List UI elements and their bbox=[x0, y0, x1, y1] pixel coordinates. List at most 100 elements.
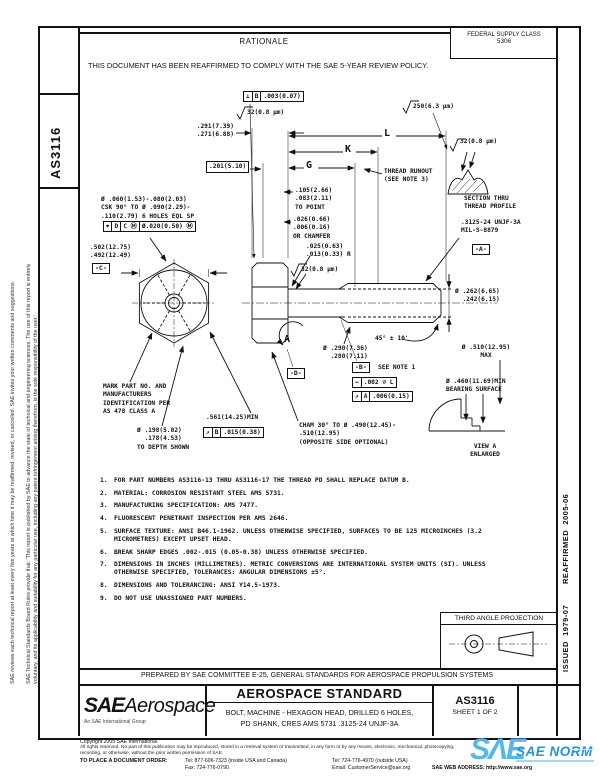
fcf-cell: Ø.020(0.50) Ⓜ bbox=[141, 223, 193, 230]
fcf-cell: B bbox=[213, 428, 222, 438]
footer-tel-outside: Tel: 724-776-4970 (outside USA) bbox=[332, 758, 408, 764]
reaffirmed-date-vertical: REAFFIRMED 2005-06 bbox=[561, 493, 570, 584]
fcf-cell: .002 ⌀ L bbox=[363, 379, 394, 386]
note-item-7: 7.DIMENSIONS IN INCHES (MILLIMETRES). ME… bbox=[100, 561, 514, 577]
datum-b: -B- bbox=[352, 362, 370, 374]
note-number: 7. bbox=[100, 561, 108, 569]
datum-c: -C- bbox=[92, 263, 110, 275]
label-callout-holes: Ø .060(1.53)-.080(2.03) CSK 90° TO Ø .09… bbox=[101, 196, 195, 220]
label-view-arrow-letter: A bbox=[284, 334, 291, 345]
right-strip-divider bbox=[556, 26, 558, 736]
note-text: MATERIAL: CORROSION RESISTANT STEEL AMS … bbox=[114, 489, 285, 497]
sae-norm-watermark: SΛE SAE NORM bbox=[470, 733, 598, 775]
fsc-label: FEDERAL SUPPLY CLASS bbox=[467, 32, 541, 38]
doc-number-box-top bbox=[38, 93, 78, 95]
note-number: 1. bbox=[100, 477, 108, 484]
datum-d: -D- bbox=[287, 368, 305, 380]
fcf-cell: ⊥ bbox=[244, 92, 253, 102]
footer-email: Email: CustomerService@sae.org bbox=[332, 765, 411, 771]
label-finish-thread: 32(0.8 μm) bbox=[460, 138, 498, 145]
watermark-sae-norm-text: SAE NORM bbox=[516, 744, 593, 759]
issued-date-vertical: ISSUED 1979-07 bbox=[561, 604, 570, 672]
logo-tagline: An SAE International Group bbox=[84, 719, 146, 725]
footer-web-address: SAE WEB ADDRESS: http://www.sae.org bbox=[432, 765, 533, 771]
label-see-note-1: SEE NOTE 1 bbox=[378, 364, 416, 371]
rationale-title: RATIONALE bbox=[239, 37, 289, 46]
fcf-cell: — bbox=[353, 378, 362, 388]
fcf-shank-runout: ↗A.006(0.15) bbox=[352, 391, 413, 403]
note-text: FOR PART NUMBERS AS3116-13 THRU AS3116-1… bbox=[114, 477, 410, 484]
prepared-by-statement: PREPARED BY SAE COMMITTEE E-25, GENERAL … bbox=[140, 672, 494, 679]
fcf-cell: .015(0.38) bbox=[223, 429, 261, 436]
fcf-cell: B bbox=[253, 92, 262, 102]
titleblock-div-2 bbox=[432, 684, 434, 736]
note-number: 9. bbox=[100, 594, 108, 602]
logo-sae-text: SAE bbox=[84, 694, 125, 717]
fcf-cell: A bbox=[362, 392, 371, 402]
note-number: 8. bbox=[100, 582, 108, 590]
doc-number-vertical: AS3116 bbox=[48, 126, 63, 179]
note-item-3: 3. MANUFACTURING SPECIFICATION: AMS 7477. bbox=[100, 502, 514, 510]
left-margin-disclaimer-review: SAE reviews each technical report at lea… bbox=[10, 280, 16, 684]
note-text: SURFACE TEXTURE: ANSI B46.1-1962. UNLESS… bbox=[114, 527, 482, 543]
note-text: DIMENSIONS AND TOLERANCING: ANSI Y14.5-1… bbox=[114, 582, 281, 590]
note-item-8: 8. DIMENSIONS AND TOLERANCING: ANSI Y14.5… bbox=[100, 582, 514, 590]
fcf-cell: .006(0.15) bbox=[372, 393, 410, 400]
projection-title: THIRD ANGLE PROJECTION bbox=[441, 613, 557, 625]
note-number: 2. bbox=[100, 489, 108, 497]
watermark-rule bbox=[570, 749, 596, 750]
footer-rights-1: All rights reserved. No part of this pub… bbox=[80, 745, 455, 750]
label-dim-letter-K: K bbox=[345, 144, 352, 155]
label-note-mark-part: MARK PART NO. AND MANUFACTURERS IDENTIFI… bbox=[103, 383, 171, 416]
left-strip-divider bbox=[78, 26, 80, 736]
note-number: 4. bbox=[100, 515, 108, 523]
third-angle-projection-icon bbox=[449, 631, 547, 657]
label-dim-fillet-radius: .025(0.63) .013(0.33) R bbox=[306, 243, 351, 259]
header-rule bbox=[78, 32, 450, 34]
note-text: DO NOT USE UNASSIGNED PART NUMBERS. bbox=[114, 594, 247, 602]
label-dim-min-561: .561(14.25)MIN bbox=[206, 414, 259, 421]
part-title-line1: BOLT, MACHINE - HEXAGON HEAD, DRILLED 6 … bbox=[225, 708, 414, 717]
logo-aerospace-text: Aerospace bbox=[124, 695, 216, 717]
label-dim-across-flats: .502(12.75) .492(12.49) bbox=[90, 244, 131, 260]
label-spec-thread: .3125-24 UNJF-3A MIL-S-8879 bbox=[461, 219, 521, 235]
document-number: AS3116 bbox=[455, 695, 495, 707]
label-dim-chamfer-angle: 45° ± 10' bbox=[375, 335, 409, 342]
fsc-code: 5306 bbox=[496, 38, 512, 45]
label-finish-fillet: 32(0.8 μm) bbox=[301, 266, 339, 273]
fcf-cell: ↗ bbox=[204, 428, 213, 438]
note-item-1: 1. FOR PART NUMBERS AS3116-13 THRU AS3116… bbox=[100, 477, 514, 485]
label-dim-letter-G: G bbox=[306, 160, 313, 171]
notes-list: 1. FOR PART NUMBERS AS3116-13 THRU AS3116… bbox=[100, 477, 514, 607]
label-dim-letter-L: L bbox=[384, 128, 391, 139]
datum-a: -A- bbox=[472, 244, 490, 256]
label-finish-head-top: 32(0.8 μm) bbox=[247, 109, 285, 116]
label-view-a-label: VIEW A ENLARGED bbox=[470, 443, 500, 459]
fcf-shank-straightness: —.002 ⌀ L bbox=[352, 377, 397, 389]
standard-type: AEROSPACE STANDARD bbox=[207, 686, 432, 703]
note-number: 5. bbox=[100, 527, 108, 535]
note-item-6: 6.BREAK SHARP EDGES .002-.015 (0.05-0.38… bbox=[100, 549, 514, 557]
fcf-cell: C Ⓜ bbox=[121, 222, 140, 232]
label-dim-wrench-basic: .201(5.10) bbox=[206, 161, 250, 174]
note-text: MANUFACTURING SPECIFICATION: AMS 7477. bbox=[114, 502, 259, 510]
titleblock-top bbox=[78, 684, 580, 686]
sae-aerospace-logo: SAEAerospace An SAE International Group bbox=[84, 694, 216, 725]
note-text: FLUORESCENT PENETRANT INSPECTION PER AMS… bbox=[114, 515, 289, 523]
note-number: 6. bbox=[100, 548, 108, 556]
footer-order-label: TO PLACE A DOCUMENT ORDER: bbox=[80, 758, 168, 764]
note-number: 3. bbox=[100, 502, 108, 510]
fcf-cell: ⌖ bbox=[104, 222, 113, 232]
note-item-2: 2. MATERIAL: CORROSION RESISTANT STEEL AM… bbox=[100, 490, 514, 498]
fcf-cell: ↗ bbox=[353, 392, 362, 402]
sheet-border bbox=[38, 26, 581, 740]
titleblock-div-1 bbox=[205, 684, 207, 736]
note-item-5: 5. SURFACE TEXTURE: ANSI B46.1-1962. UNLE… bbox=[100, 528, 514, 544]
footer-rights-2: recording, or otherwise, without the pri… bbox=[80, 751, 224, 756]
label-dim-to-point: .105(2.66) .083(2.11) TO POINT bbox=[295, 187, 333, 211]
label-dim-thread-od: Ø .290(7.36) .280(7.11) bbox=[323, 345, 368, 361]
label-dim-chamfer: .026(0.66) .006(0.16) OR CHAMFER bbox=[293, 216, 331, 240]
doc-number-box-bottom bbox=[38, 187, 78, 189]
titleblock-div-3 bbox=[517, 684, 519, 736]
